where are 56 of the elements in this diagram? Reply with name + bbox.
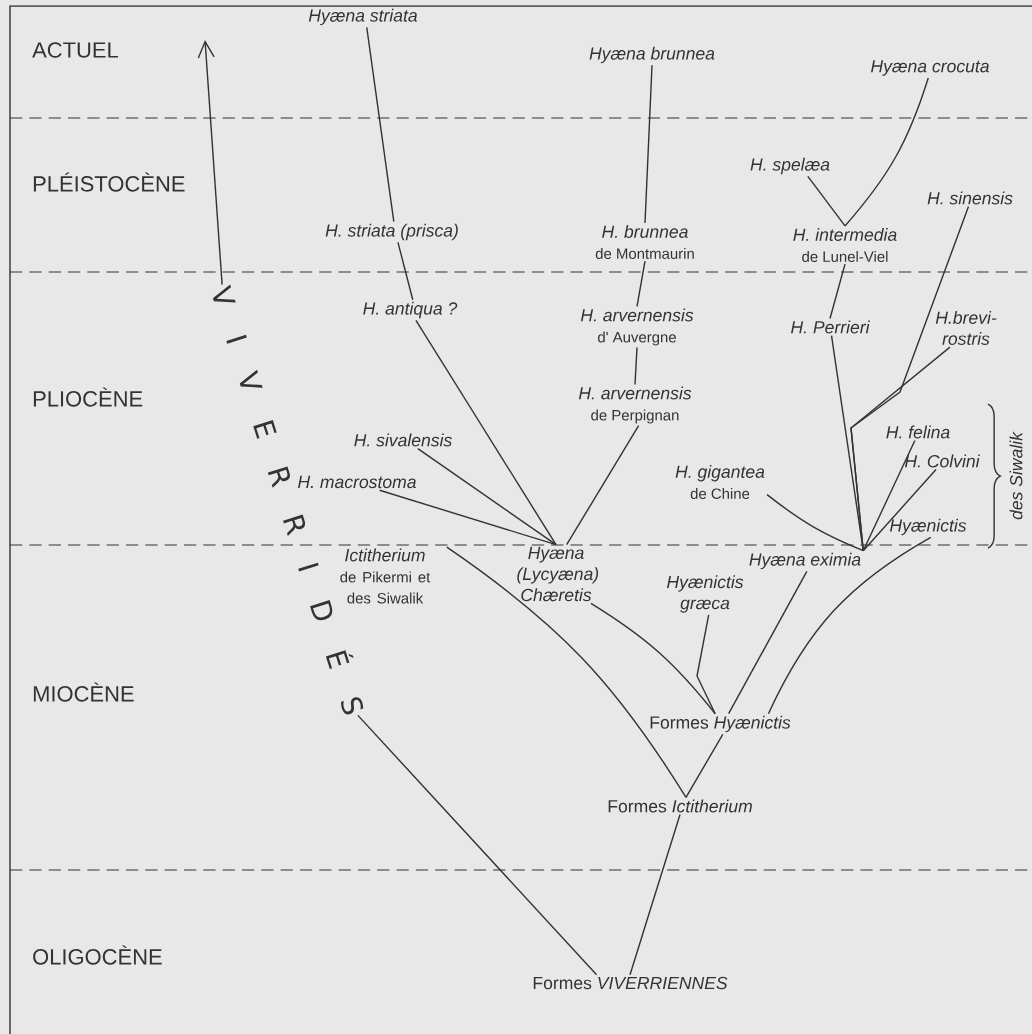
branch-line — [767, 536, 932, 715]
period-label: ACTUEL — [32, 42, 119, 58]
branch-line — [446, 546, 687, 799]
taxon-label: H. felina — [886, 425, 950, 439]
form-label: Formes Hyænictis — [650, 715, 791, 733]
branch-line — [417, 447, 557, 546]
branch-line — [415, 319, 557, 546]
taxon-label: Hyæna brunnea — [589, 46, 715, 64]
branch-line — [829, 263, 846, 320]
taxon-label: Ictitherium de Pikermi et des Siwalik — [340, 548, 431, 604]
taxon-label: Hyænictis — [890, 518, 967, 536]
branch-line — [366, 26, 395, 223]
branch-line — [644, 64, 653, 224]
form-label: Formes VIVERRIENNES — [533, 976, 728, 990]
taxon-label: H. gigantea de Chine — [675, 465, 765, 499]
taxon-label: H. striata (prisca) — [325, 223, 458, 241]
branch-line — [357, 714, 598, 976]
taxon-label: Hyæna (Lycyæna) Chæretis — [517, 546, 599, 602]
taxon-label: H. antiqua ? — [363, 301, 458, 319]
branch-line — [378, 489, 557, 546]
period-label: MIOCÈNE — [33, 682, 134, 702]
taxon-label: H. sivalensis — [354, 433, 452, 447]
branch-line — [590, 602, 716, 715]
branch-line — [636, 260, 646, 308]
form-label: Formes Ictitherium — [608, 799, 752, 813]
branch-line — [862, 468, 937, 552]
branch-line — [397, 241, 414, 301]
taxon-label: Hyæna striata — [308, 8, 418, 26]
branch-line — [634, 346, 638, 386]
taxon-label: H. Colvini — [904, 454, 980, 468]
branch-line — [844, 77, 929, 227]
taxon-label: Hyæna eximia — [749, 552, 861, 570]
branch-line — [696, 614, 716, 715]
taxon-label: H. macrostoma — [298, 475, 416, 489]
taxon-label: H.brevi-rostris — [935, 311, 997, 345]
arrow — [197, 40, 223, 286]
taxon-label: H. intermedia de Lunel-Viel — [793, 228, 897, 262]
taxon-label: H. arvernensis d' Auvergne — [580, 308, 694, 346]
taxon-label: H. sinensis — [927, 191, 1013, 205]
period-label: OLIGOCÈNE — [33, 945, 162, 965]
taxon-label: H. Perrieri — [791, 320, 870, 334]
bracket-label: des Siwalik — [1009, 431, 1023, 520]
taxon-label: H. spelæa — [750, 157, 830, 175]
branch-line — [766, 493, 864, 552]
period-label: PLÉISTOCÈNE — [33, 172, 185, 192]
branch-line — [850, 346, 951, 552]
branch-line — [727, 570, 808, 715]
branch-line — [807, 175, 846, 227]
period-label: PLIOCÈNE — [33, 387, 143, 407]
branch-line — [629, 813, 681, 976]
branch-line — [565, 424, 640, 546]
taxon-label: Hyæna crocuta — [871, 60, 989, 76]
taxon-label: Hyænictis græca — [667, 575, 744, 613]
taxon-label: H. brunnea de Montmaurin — [595, 225, 694, 259]
taxon-label: H. arvernensis de Perpignan — [578, 386, 692, 424]
branch-line — [685, 733, 724, 799]
